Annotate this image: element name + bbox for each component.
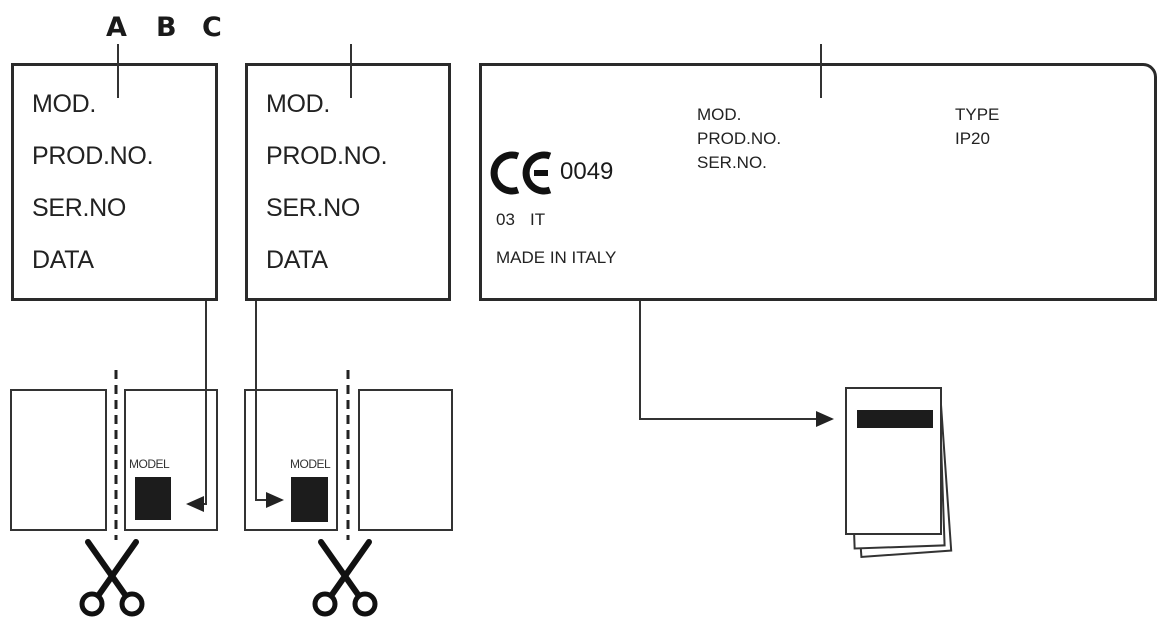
ip-rating: IP20	[955, 129, 990, 148]
field-mod: MOD.	[266, 90, 331, 118]
label-a: A	[106, 12, 127, 43]
rating-label-middle: MOD. PROD.NO. SER.NO DATA	[245, 63, 451, 301]
field-prod-no: PROD.NO.	[266, 142, 388, 170]
field-ser-no: SER.NO	[32, 194, 127, 222]
cert-code: 03	[496, 210, 515, 229]
field-mod: MOD.	[697, 105, 742, 124]
rating-label-right: 0049 03 IT MADE IN ITALY MOD. PROD.NO. S…	[479, 63, 1157, 301]
field-ser-no: SER.NO	[266, 194, 361, 222]
connector-right	[639, 301, 834, 427]
card-left-outer	[10, 389, 107, 531]
model-text-middle: MODEL	[290, 457, 331, 471]
model-text-left: MODEL	[129, 457, 170, 471]
connector-left	[186, 301, 207, 512]
manual-icon	[845, 387, 953, 558]
field-ser-no: SER.NO.	[697, 153, 767, 172]
card-middle-outer	[358, 389, 453, 531]
ce-mark-icon	[490, 151, 552, 195]
ce-number: 0049	[560, 158, 614, 185]
field-data: DATA	[32, 246, 94, 274]
cert-country: IT	[530, 210, 546, 229]
rating-label-left: MOD. PROD.NO. SER.NO DATA	[11, 63, 218, 301]
field-mod: MOD.	[32, 90, 97, 118]
scissors-icon	[79, 539, 145, 617]
scissors-icon	[312, 539, 378, 617]
made-in-label: MADE IN ITALY	[496, 248, 617, 267]
model-sticker-middle	[291, 477, 328, 522]
field-prod-no: PROD.NO.	[697, 129, 782, 148]
field-data: DATA	[266, 246, 328, 274]
model-sticker-left	[135, 477, 171, 520]
type-label: TYPE	[955, 105, 1000, 124]
label-c: C	[202, 12, 222, 43]
field-prod-no: PROD.NO.	[32, 142, 154, 170]
label-b: B	[156, 12, 177, 43]
connector-middle	[255, 301, 284, 508]
